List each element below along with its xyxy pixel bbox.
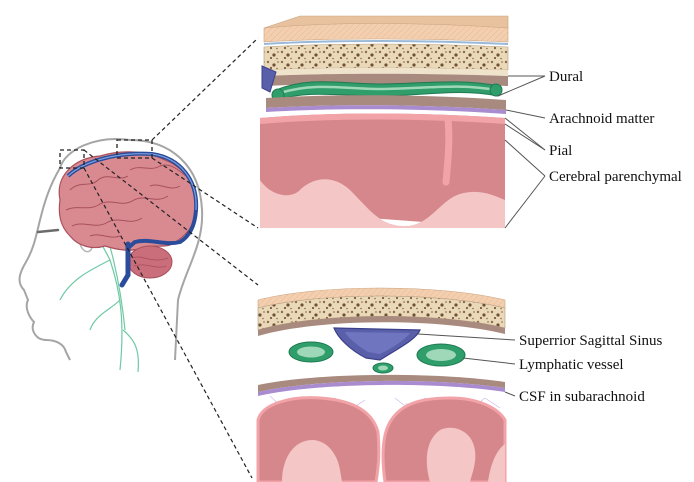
label-csf-subarachnoid: CSF in subarachnoid xyxy=(519,389,645,405)
head-illustration xyxy=(20,38,258,478)
label-arachnoid-matter: Arachnoid matter xyxy=(549,111,654,127)
label-lymphatic-vessel: Lymphatic vessel xyxy=(519,357,624,373)
label-pial: Pial xyxy=(549,143,572,159)
label-cerebral-parenchymal: Cerebral parenchymal xyxy=(549,169,682,185)
label-dural: Dural xyxy=(549,69,583,85)
label-superior-sagittal-sinus: Superrior Sagittal Sinus xyxy=(519,333,662,349)
top-leader-lines xyxy=(498,76,545,228)
brain-illustration xyxy=(59,152,196,285)
meninges-cross-section xyxy=(260,16,508,228)
sinus-cross-section xyxy=(258,288,505,482)
